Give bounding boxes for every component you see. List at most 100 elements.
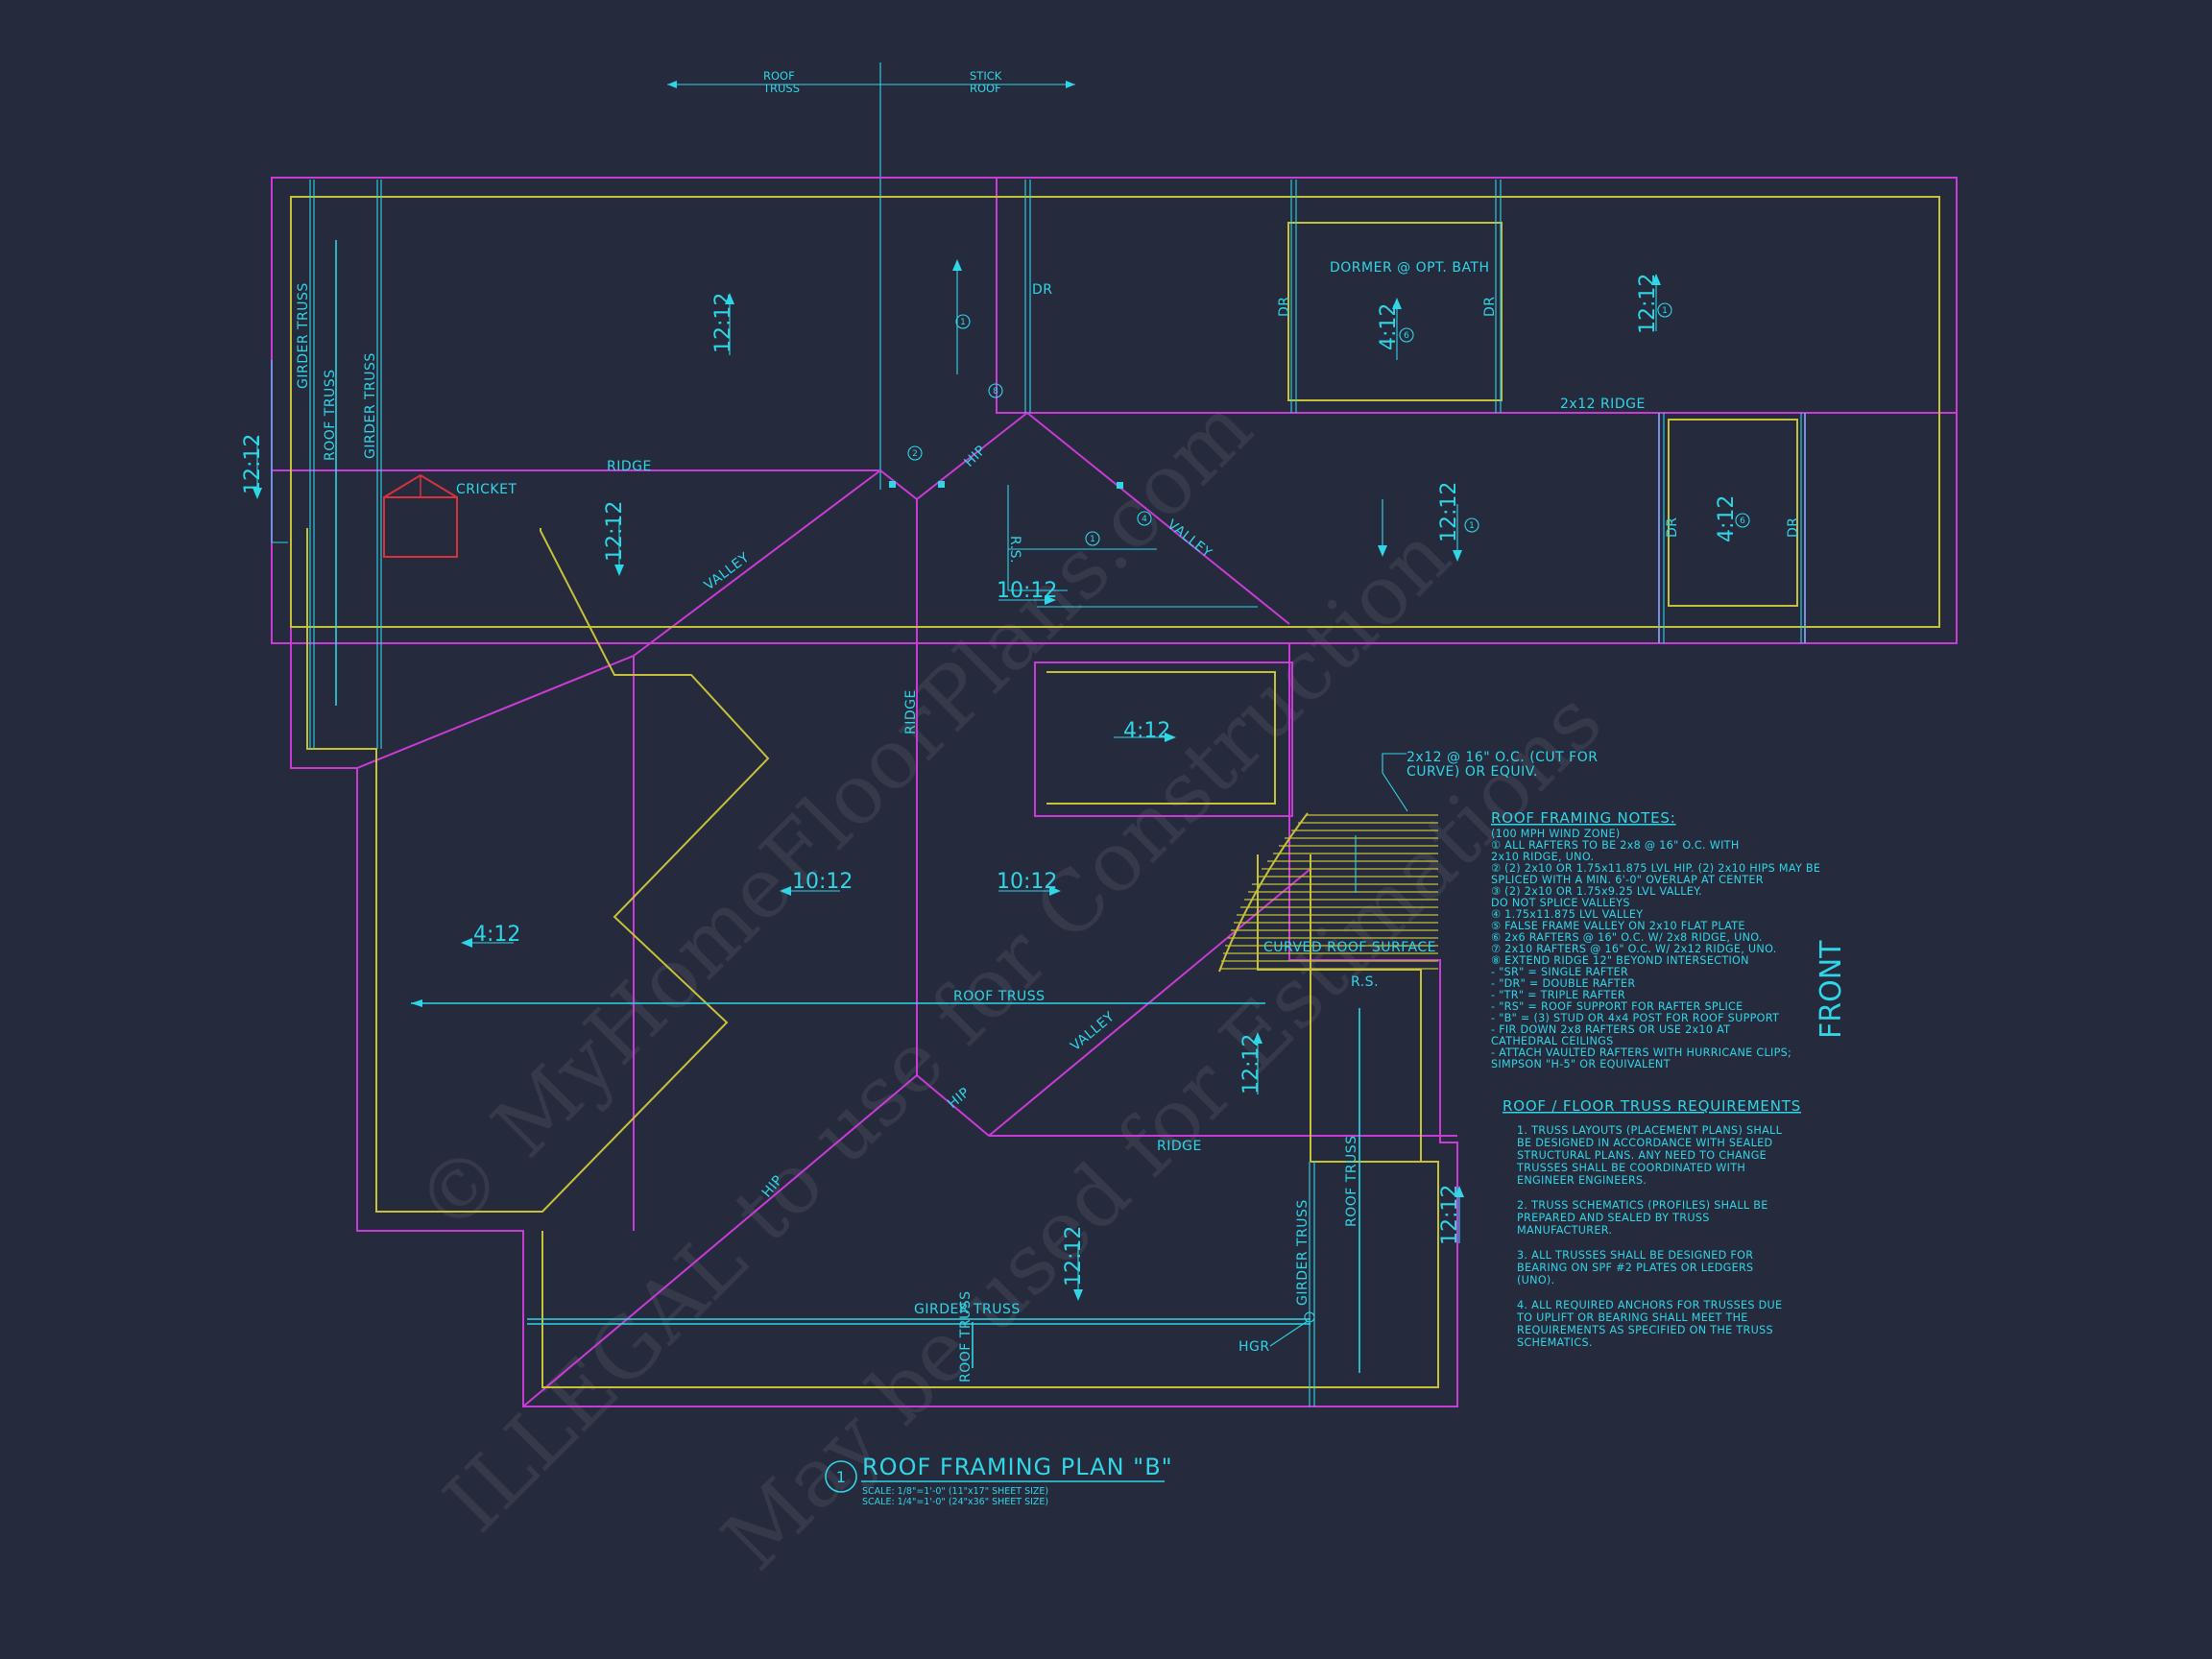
plan-labels: GIRDER TRUSS ROOF TRUSS GIRDER TRUSS RID… (296, 260, 1848, 1382)
pitch-p13: 12:12 (1239, 1034, 1263, 1094)
truss-req-line: BE DESIGNED IN ACCORDANCE WITH SEALED (1517, 1137, 1772, 1149)
label-ridge-b: RIDGE (1157, 1139, 1202, 1154)
label-roof-truss-a: ROOF TRUSS (323, 369, 338, 461)
title-number: 1 (836, 1468, 846, 1486)
label-roof-truss-bottom: ROOF TRUSS (958, 1290, 974, 1382)
framing-note-line: ① ALL RAFTERS TO BE 2x8 @ 16" O.C. WITH (1491, 839, 1740, 852)
curved-roof-surface (1218, 753, 1438, 973)
truss-req-line: STRUCTURAL PLANS. ANY NEED TO CHANGE (1517, 1149, 1767, 1162)
truss-req-line: MANUFACTURER. (1517, 1224, 1612, 1237)
framing-note-line: SPLICED WITH A MIN. 6'-0" OVERLAP AT CEN… (1491, 874, 1764, 886)
label-curved-roof: CURVED ROOF SURFACE (1263, 940, 1436, 955)
wall-lines (290, 196, 1940, 1388)
truss-req-line: 1. TRUSS LAYOUTS (PLACEMENT PLANS) SHALL (1517, 1124, 1783, 1137)
truss-req-line: TRUSSES SHALL BE COORDINATED WITH (1516, 1162, 1745, 1174)
callout-1b: 1 (1090, 535, 1095, 544)
framing-note-line: ③ (2) 2x10 OR 1.75x9.25 LVL VALLEY. (1491, 885, 1702, 898)
pitch-p4: 4:12 (1377, 303, 1401, 350)
roof-framing-notes: ROOF FRAMING NOTES: (100 MPH WIND ZONE) … (1491, 809, 1820, 1070)
pitch-p6: 12:12 (1437, 482, 1461, 542)
title-block: 1 ROOF FRAMING PLAN "B" SCALE: 1/8"=1'-0… (825, 1454, 1173, 1507)
truss-req-line: SCHEMATICS. (1517, 1336, 1593, 1349)
truss-req-line: 4. ALL REQUIRED ANCHORS FOR TRUSSES DUE (1517, 1299, 1782, 1311)
truss-req-line: ENGINEER ENGINEERS. (1517, 1174, 1647, 1187)
label-girder-truss-a: GIRDER TRUSS (296, 282, 311, 389)
framing-note-line: DO NOT SPLICE VALLEYS (1491, 897, 1630, 909)
label-dr-e: DR (1786, 517, 1801, 538)
pitch-p15: 12:12 (1438, 1185, 1462, 1245)
framing-note-line: - "TR" = TRIPLE RAFTER (1491, 989, 1625, 1001)
truss-req-line: (UNO). (1517, 1274, 1554, 1286)
framing-note-line: - "DR" = DOUBLE RAFTER (1491, 977, 1635, 990)
framing-note-line: - "B" = (3) STUD OR 4x4 POST FOR ROOF SU… (1491, 1012, 1779, 1024)
pitch-labels: 12:12 12:12 12:12 4:12 12:12 12:12 4:12 … (241, 274, 1739, 1286)
framing-note-line: SIMPSON "H-5" OR EQUIVALENT (1491, 1058, 1671, 1070)
label-ridge-vertical: RIDGE (903, 689, 919, 734)
truss-requirements: ROOF / FLOOR TRUSS REQUIREMENTS 1. TRUSS… (1503, 1097, 1801, 1349)
label-2x12-ridge: 2x12 RIDGE (1560, 397, 1646, 412)
label-girder-truss-right: GIRDER TRUSS (1295, 1199, 1310, 1306)
framing-note-line: CATHEDRAL CEILINGS (1491, 1035, 1614, 1047)
callout-8: 8 (993, 387, 998, 397)
callout-2: 2 (912, 449, 918, 459)
callout-6b: 6 (1740, 517, 1745, 526)
label-roof-truss-main: ROOF TRUSS (953, 989, 1046, 1004)
callout-1c: 1 (1662, 306, 1668, 316)
label-valley-c: VALLEY (1068, 1009, 1118, 1054)
pitch-p7: 4:12 (1715, 495, 1739, 542)
truss-req-line: PREPARED AND SEALED BY TRUSS (1517, 1212, 1710, 1224)
framing-note-line: ⑦ 2x10 RAFTERS @ 16" O.C. W/ 2x12 RIDGE,… (1491, 943, 1777, 955)
truss-req-line: BEARING ON SPF #2 PLATES OR LEDGERS (1517, 1262, 1753, 1274)
pitch-p10: 10:12 (792, 870, 853, 894)
label-dr-a: DR (1032, 282, 1053, 298)
pitch-p2: 12:12 (711, 293, 735, 353)
label-dr-b: DR (1277, 296, 1292, 317)
label-hgr: HGR (1238, 1339, 1270, 1355)
truss-req-line: 2. TRUSS SCHEMATICS (PROFILES) SHALL BE (1517, 1199, 1768, 1212)
pitch-p5: 12:12 (1636, 274, 1660, 334)
label-cricket: CRICKET (456, 482, 517, 497)
callout-1d: 1 (1469, 521, 1475, 531)
pitch-p12: 4:12 (473, 923, 520, 947)
label-girder-truss-bottom: GIRDER TRUSS (914, 1302, 1021, 1317)
framing-note-line: 2x10 RIDGE, UNO. (1491, 851, 1594, 863)
label-roof-truss-right: ROOF TRUSS (1344, 1135, 1359, 1227)
framing-note-line: - FIR DOWN 2x8 RAFTERS OR USE 2x10 AT (1491, 1023, 1730, 1036)
callout-6a: 6 (1404, 331, 1409, 341)
framing-note-line: (100 MPH WIND ZONE) (1491, 828, 1621, 840)
pitch-p14: 12:12 (1062, 1226, 1086, 1286)
truss-req-line: REQUIREMENTS AS SPECIFIED ON THE TRUSS (1517, 1324, 1773, 1336)
cricket-symbol (383, 473, 458, 558)
pitch-p11: 10:12 (997, 870, 1057, 894)
framing-note-line: ④ 1.75x11.875 LVL VALLEY (1491, 908, 1643, 921)
pitch-p3: 12:12 (603, 501, 627, 562)
label-dr-c: DR (1482, 296, 1498, 317)
plan-title: ROOF FRAMING PLAN "B" (862, 1454, 1173, 1480)
truss-requirements-title: ROOF / FLOOR TRUSS REQUIREMENTS (1503, 1097, 1801, 1115)
framing-note-line: ⑤ FALSE FRAME VALLEY ON 2x10 FLAT PLATE (1491, 920, 1745, 932)
title-number-circle (825, 1460, 857, 1493)
callout-1a: 1 (960, 318, 966, 327)
truss-req-line: TO UPLIFT OR BEARING SHALL MEET THE (1516, 1311, 1748, 1324)
truss-req-line: 3. ALL TRUSSES SHALL BE DESIGNED FOR (1517, 1249, 1753, 1262)
framing-note-line: ② (2) 2x10 OR 1.75x11.875 LVL HIP. (2) 2… (1491, 862, 1820, 875)
callout-4: 4 (1142, 515, 1147, 524)
label-ridge-a: RIDGE (607, 459, 652, 474)
label-dormer: DORMER @ OPT. BATH (1330, 260, 1490, 276)
framing-note-line: - ATTACH VAULTED RAFTERS WITH HURRICANE … (1491, 1046, 1791, 1059)
label-girder-truss-b: GIRDER TRUSS (363, 352, 378, 459)
framing-note-line: - "SR" = SINGLE RAFTER (1491, 966, 1628, 978)
framing-lines (271, 180, 1806, 1407)
scale-line-1: SCALE: 1/8"=1'-0" (11"x17" SHEET SIZE) (862, 1486, 1048, 1497)
framing-note-line: - "RS" = ROOF SUPPORT FOR RAFTER SPLICE (1491, 1000, 1743, 1013)
slope-arrows (252, 259, 1661, 1301)
label-front: FRONT (1815, 940, 1848, 1039)
pitch-p1: 12:12 (241, 434, 265, 494)
pitch-p8: 10:12 (997, 579, 1057, 603)
framing-notes-title: ROOF FRAMING NOTES: (1491, 809, 1676, 827)
